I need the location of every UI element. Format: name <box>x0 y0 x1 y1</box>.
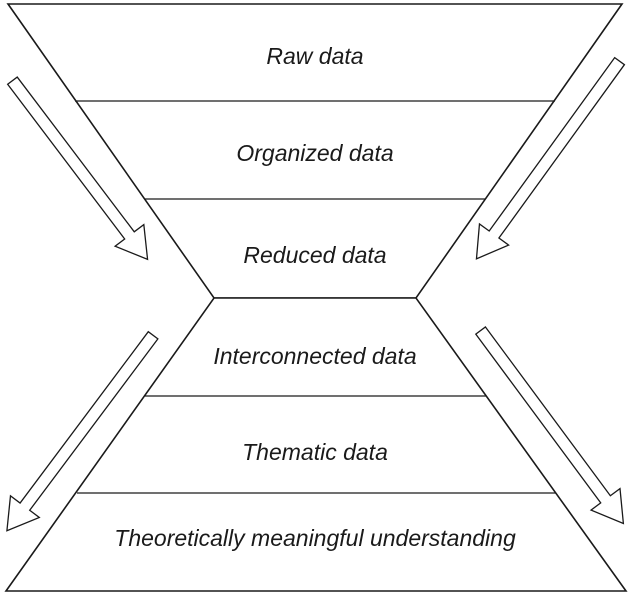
arrow-lower-left <box>6 330 159 532</box>
layer-label-raw-data: Raw data <box>266 43 364 69</box>
lower-funnel <box>4 297 628 592</box>
layer-label-interconnected-data: Interconnected data <box>213 343 417 369</box>
layer-label-theoretical-understanding: Theoretically meaningful understanding <box>114 525 516 551</box>
arrow-upper-right <box>475 56 626 260</box>
layer-label-organized-data: Organized data <box>236 140 394 166</box>
arrow-upper-left <box>6 76 149 261</box>
arrow-lower-right <box>474 326 625 525</box>
layer-label-thematic-data: Thematic data <box>242 439 388 465</box>
layer-label-reduced-data: Reduced data <box>243 242 387 268</box>
